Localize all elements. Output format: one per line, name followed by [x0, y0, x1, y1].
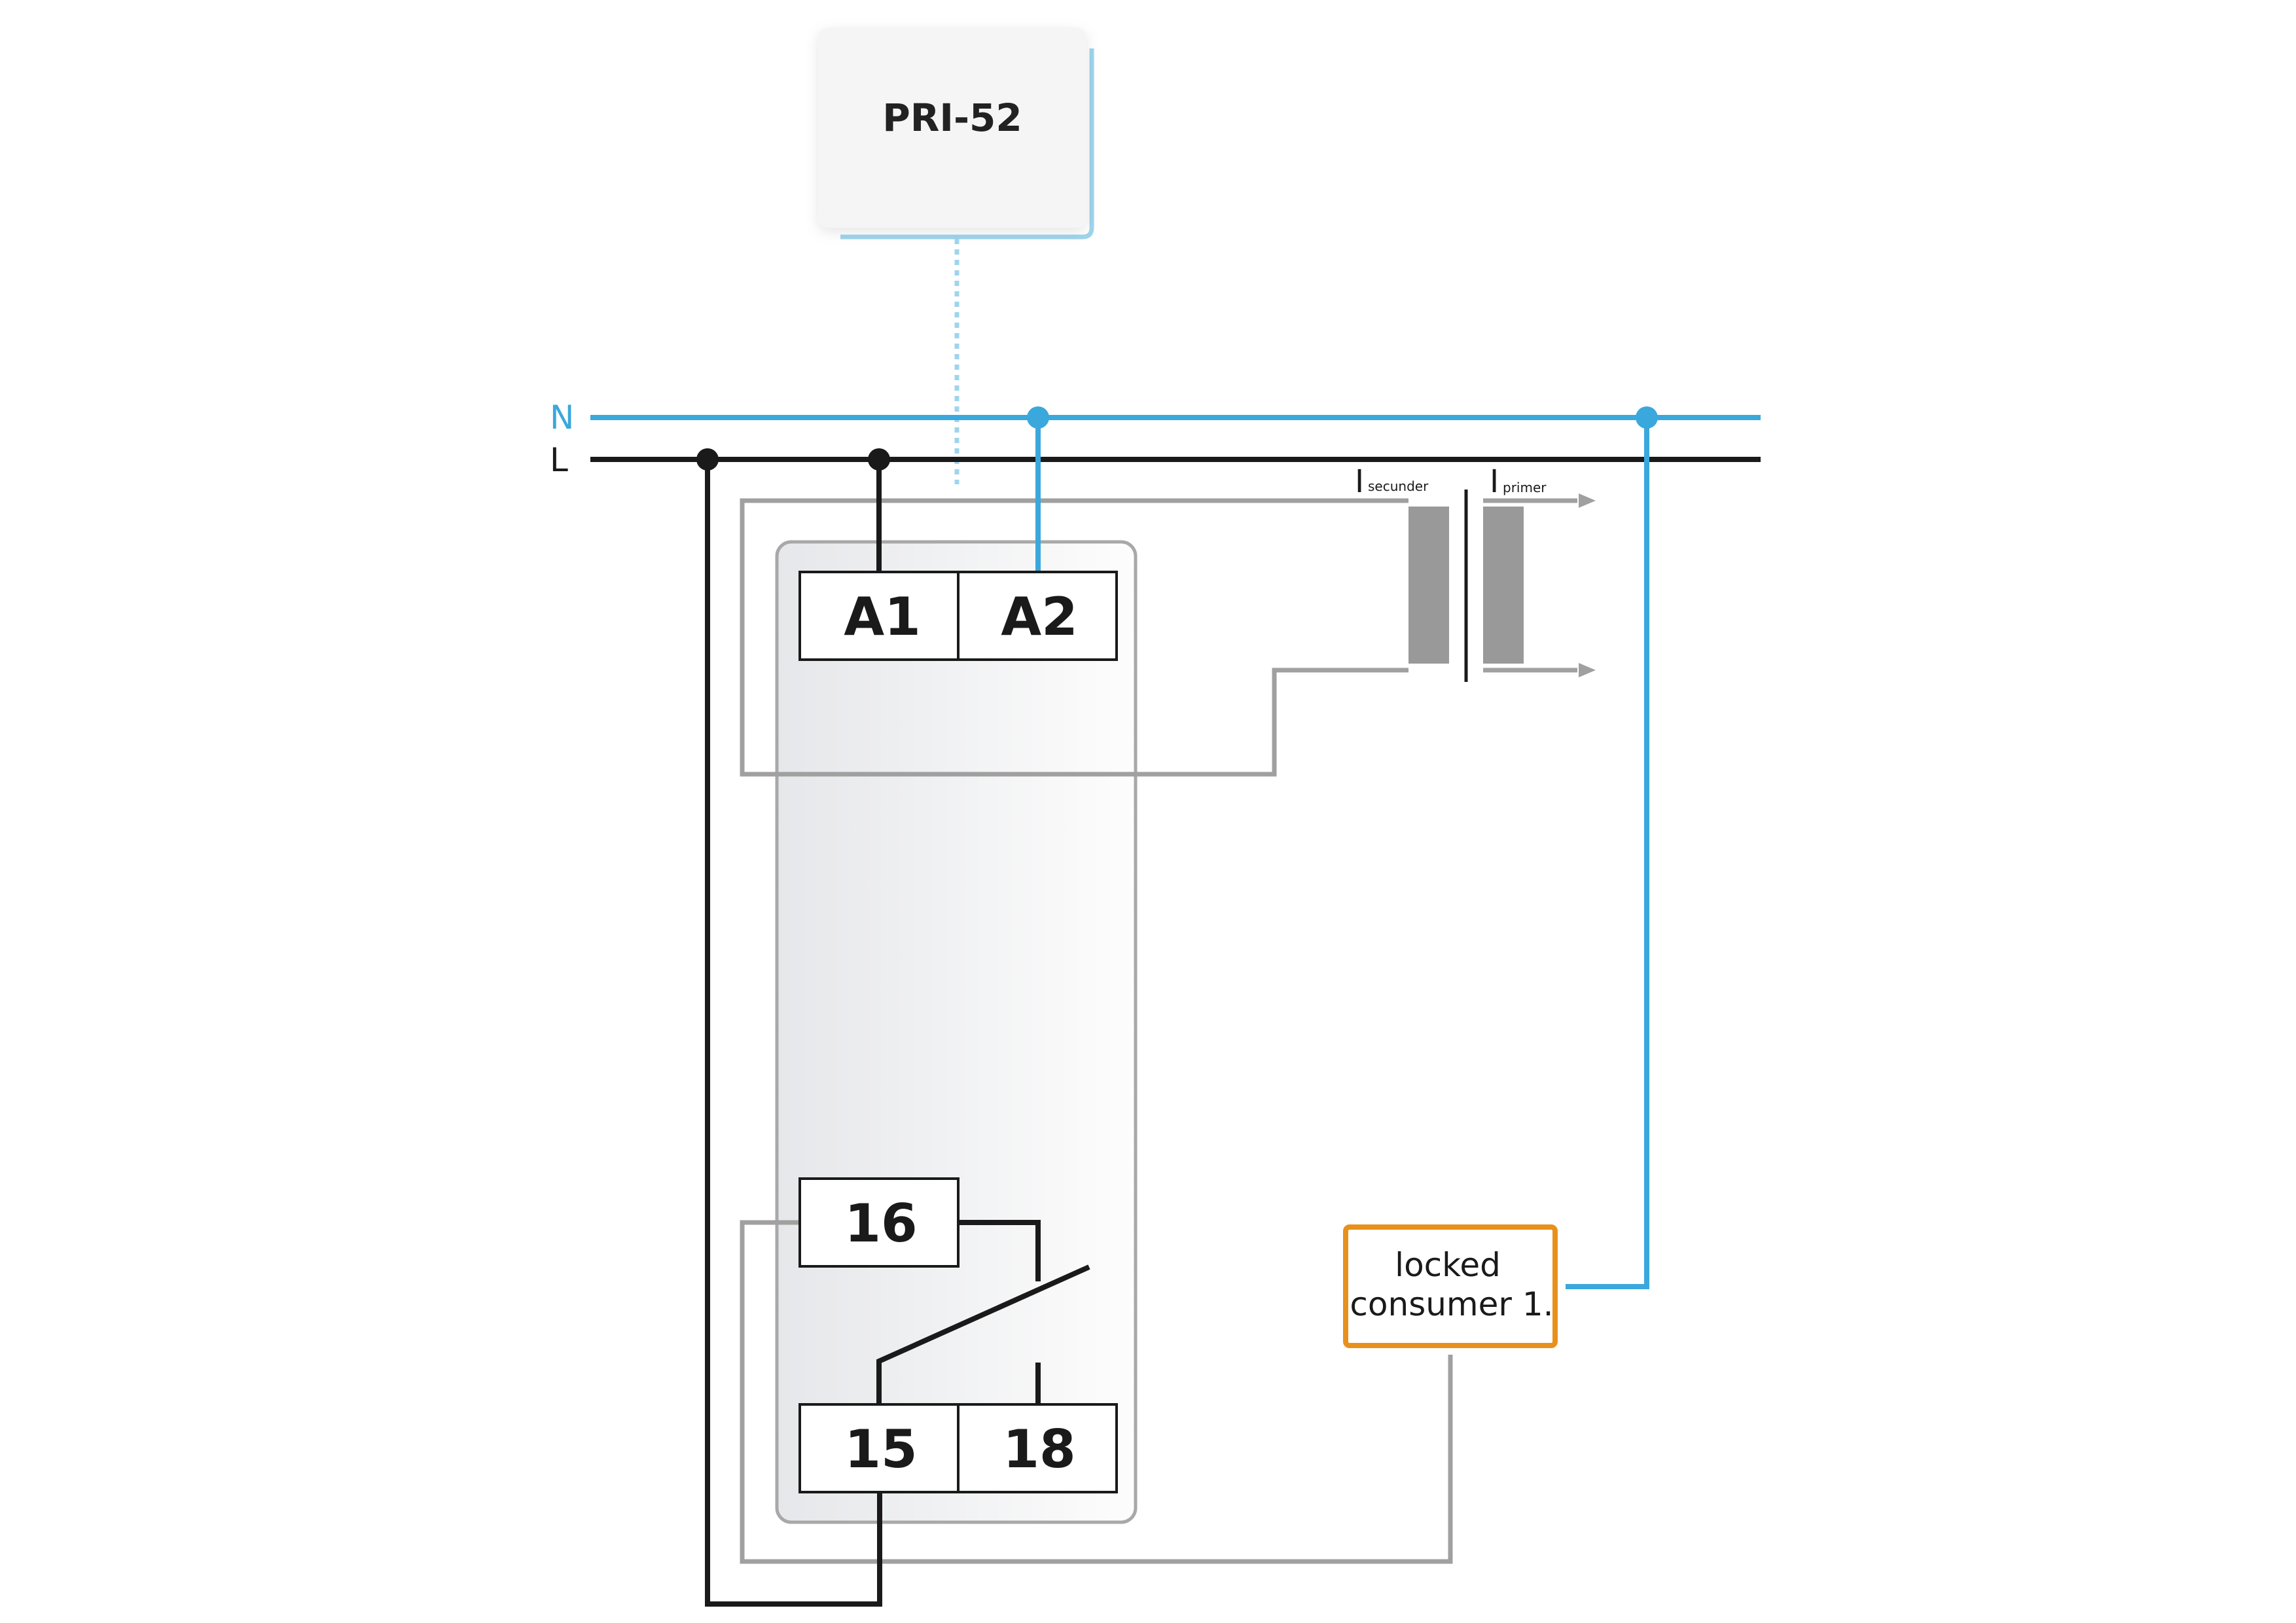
terminal-a2-label: A2 — [1001, 586, 1078, 647]
ct-secondary-symbol: I — [1355, 463, 1364, 500]
live-label: L — [550, 441, 568, 479]
transformer-core-secondary — [1408, 507, 1449, 664]
pri-52-device: PRI-52 — [818, 27, 1094, 240]
ct-primary-subscript: primer — [1503, 480, 1547, 495]
live-junction-1 — [696, 448, 719, 471]
terminal-18 — [957, 1403, 1118, 1493]
ct-secondary-label: I secunder — [1355, 463, 1429, 500]
load-label-line2: consumer 1. — [1350, 1285, 1553, 1323]
ct-primary-symbol: I — [1490, 463, 1499, 500]
ct-primary-label: I primer — [1490, 463, 1547, 500]
locked-consumer: locked consumer 1. — [1343, 1224, 1558, 1348]
load-return-wire — [740, 1220, 1453, 1564]
load-neutral-wire — [1566, 418, 1649, 1289]
transformer-core-primary — [1483, 507, 1524, 664]
ct-primary-arrow-bottom — [1579, 663, 1596, 677]
switch-blade — [876, 1264, 1090, 1404]
terminal-block-16: 16 — [798, 1177, 960, 1268]
load-box — [1343, 1224, 1558, 1348]
terminal-16 — [798, 1177, 960, 1268]
device-accent-border — [840, 48, 1094, 240]
relay-body — [775, 540, 1138, 1524]
load-label-line1: locked — [1395, 1246, 1501, 1284]
neutral-junction-2 — [1636, 406, 1658, 429]
terminal-a1-label: A1 — [844, 586, 921, 647]
terminal-block-15-18: 15 18 — [798, 1403, 1118, 1493]
ct-secondary-wire — [740, 498, 1408, 777]
terminal-15-label: 15 — [844, 1419, 917, 1480]
terminal-16-label: 16 — [844, 1193, 917, 1254]
live-junction-2 — [868, 448, 890, 471]
ct-secondary-subscript: secunder — [1368, 478, 1429, 494]
neutral-label: N — [550, 399, 574, 437]
device-label: PRI-52 — [882, 96, 1022, 140]
t15-live-wire — [705, 459, 882, 1607]
terminal-15 — [798, 1403, 960, 1493]
terminal-a1 — [798, 571, 960, 661]
contact-16-wire — [958, 1220, 1041, 1281]
terminal-18-label: 18 — [1003, 1419, 1075, 1480]
neutral-junction-1 — [1027, 406, 1049, 429]
device-box — [818, 27, 1086, 228]
ct-primary-arrow-top — [1579, 493, 1596, 508]
terminal-block-a1-a2: A1 A2 — [798, 571, 1118, 661]
terminal-a2 — [957, 571, 1118, 661]
